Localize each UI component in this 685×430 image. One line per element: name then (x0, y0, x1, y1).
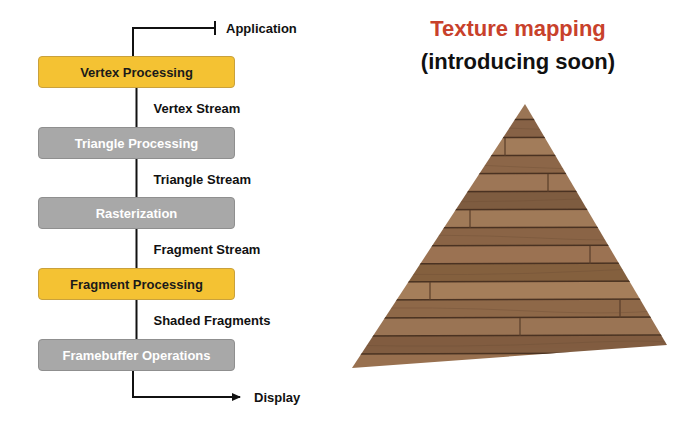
stage-box-active: Fragment Processing (38, 268, 235, 300)
stream-label: Fragment Stream (154, 242, 261, 257)
slide-heading: Texture mapping (368, 16, 668, 42)
input-tick (214, 21, 216, 35)
stage-name: Vertex Processing (80, 65, 193, 80)
stage-box: Framebuffer Operations (38, 339, 235, 371)
stage-box-active: Vertex Processing (38, 56, 235, 88)
output-label: Display (254, 390, 300, 405)
slide-subheading: (introducing soon) (368, 49, 668, 75)
stage-name: Fragment Processing (70, 277, 203, 292)
stage-name: Rasterization (96, 206, 178, 221)
stage-box: Triangle Processing (38, 127, 235, 159)
stream-label: Triangle Stream (154, 172, 252, 187)
stage-box: Rasterization (38, 197, 235, 229)
stream-connector (136, 300, 138, 339)
stream-label: Vertex Stream (154, 101, 241, 116)
input-wire (133, 28, 215, 56)
stream-connector (136, 88, 138, 127)
stream-connector (136, 229, 138, 268)
output-wire (133, 371, 240, 397)
stage-name: Triangle Processing (75, 136, 199, 151)
stream-label: Shaded Fragments (154, 313, 271, 328)
stage-name: Framebuffer Operations (62, 348, 210, 363)
input-label: Application (226, 21, 297, 36)
stream-connector (136, 159, 138, 197)
